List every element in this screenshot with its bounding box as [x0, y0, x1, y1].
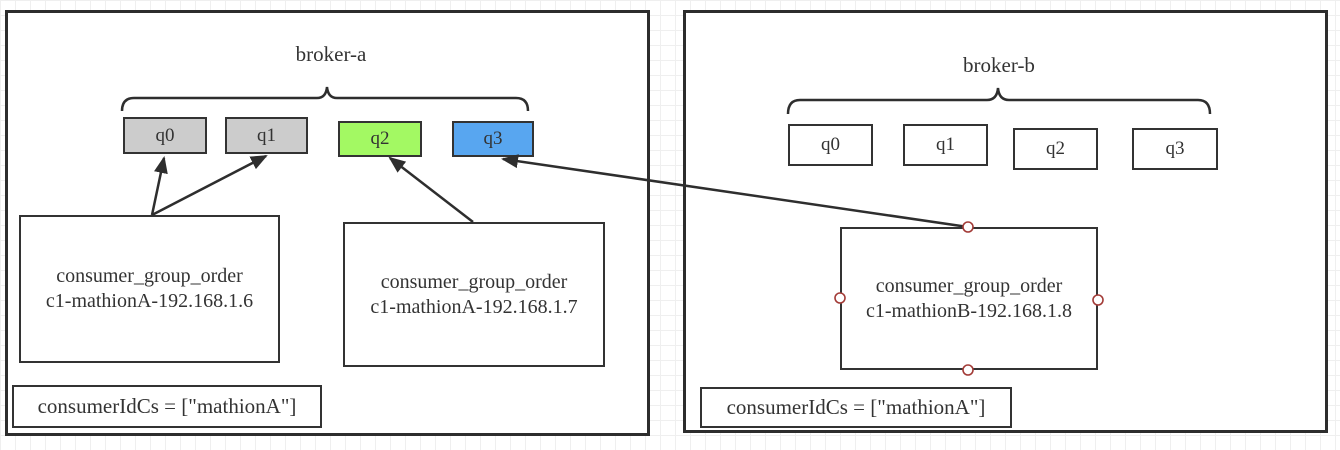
consumer-box-192-168-1-8[interactable]: consumer_group_order c1-mathionB-192.168…	[840, 227, 1098, 370]
consumer-box-line1: consumer_group_order	[875, 274, 1063, 297]
broker-a-title: broker-a	[295, 42, 367, 66]
broker-a-queue-q3[interactable]: q3	[452, 121, 534, 157]
note-text: consumerIdCs = ["mathionA"]	[37, 394, 297, 418]
queue-label: q2	[1046, 138, 1065, 159]
consumer-box-192-168-1-7[interactable]: consumer_group_order c1-mathionA-192.168…	[343, 222, 605, 367]
consumer-box-192-168-1-6[interactable]: consumer_group_order c1-mathionA-192.168…	[19, 215, 280, 363]
consumer-box-line2: c1-mathionA-192.168.1.6	[45, 290, 254, 312]
broker-b-queue-q0[interactable]: q0	[788, 124, 873, 166]
broker-b-consumer-ids-note[interactable]: consumerIdCs = ["mathionA"]	[700, 387, 1012, 428]
queue-label: q0	[821, 134, 840, 155]
broker-a-queue-q0[interactable]: q0	[123, 117, 207, 154]
broker-b-queue-q2[interactable]: q2	[1013, 128, 1098, 170]
queue-label: q2	[370, 128, 390, 149]
broker-a-consumer-ids-note[interactable]: consumerIdCs = ["mathionA"]	[12, 385, 322, 428]
consumer-box-line1: consumer_group_order	[56, 265, 243, 287]
queue-label: q3	[1165, 138, 1185, 159]
consumer-box-line2: c1-mathionA-192.168.1.7	[370, 295, 578, 318]
broker-a-queue-q2[interactable]: q2	[338, 121, 422, 157]
queue-label: q1	[257, 124, 276, 146]
queue-label: q3	[483, 128, 503, 149]
broker-a-queue-q1[interactable]: q1	[225, 117, 308, 154]
consumer-box-line1: consumer_group_order	[380, 270, 568, 293]
queue-label: q1	[936, 134, 955, 155]
broker-b-queue-q1[interactable]: q1	[903, 124, 988, 166]
broker-b-title: broker-b	[963, 53, 1035, 77]
consumer-box-line2: c1-mathionB-192.168.1.8	[865, 299, 1073, 322]
broker-b-queue-q3[interactable]: q3	[1132, 128, 1218, 170]
queue-label: q0	[155, 124, 175, 146]
note-text: consumerIdCs = ["mathionA"]	[726, 395, 986, 419]
